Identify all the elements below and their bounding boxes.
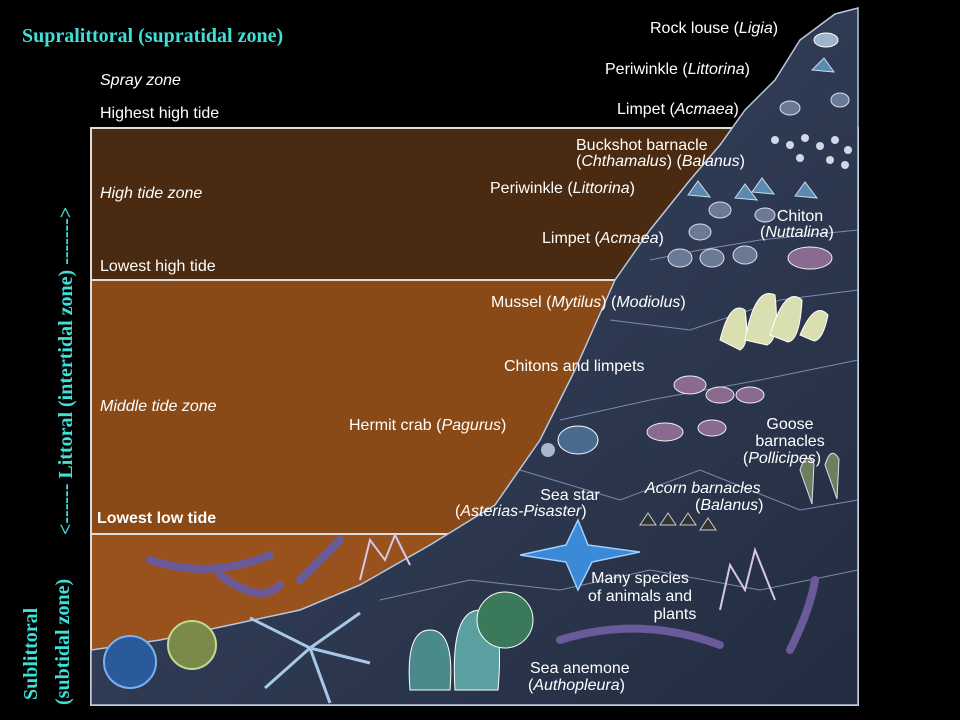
acorn-barnacles: [639, 512, 717, 531]
high-tide-zone-label: High tide zone: [100, 185, 203, 202]
hermit-crab-label: Hermit crab (Pagurus): [349, 417, 507, 434]
sea-anemones: [408, 591, 534, 691]
sea-urchins: [103, 620, 217, 689]
hermit-crab-illustration: [541, 425, 599, 457]
lowest-high-tide-label: Lowest high tide: [100, 258, 216, 275]
acorn-barnacles-label-line1: Acorn barnacles: [645, 480, 761, 497]
sea-anemone-label-line1: Sea anemone: [530, 660, 630, 677]
many-species-label-line3: plants: [653, 606, 697, 623]
goose-barnacles-label-line2: barnacles: [755, 433, 825, 450]
branching-algae: [359, 532, 776, 611]
goose-barnacles: [799, 452, 840, 505]
many-species-label-line2: of animals and: [587, 588, 693, 605]
buckshot-barnacles: [771, 134, 852, 169]
limpet-top-label: Limpet (Acmaea): [617, 101, 739, 118]
many-species-label-line1: Many species: [591, 570, 689, 587]
periwinkle-shells: [687, 57, 836, 201]
goose-barnacles-label-line1: Goose: [766, 416, 814, 433]
middle-tide-zone-label: Middle tide zone: [100, 398, 217, 415]
highest-high-tide-label: Highest high tide: [100, 105, 220, 122]
rock-louse-illustration: [813, 32, 839, 48]
periwinkle-high-label: Periwinkle (Littorina): [490, 180, 635, 197]
sublittoral-heading-line2: (subtidal zone): [52, 578, 74, 705]
chiton-label-line1: Chiton: [776, 208, 824, 225]
chiton-illustrations: [646, 246, 833, 442]
goose-barnacles-label-line3: (Pollicipes): [742, 450, 822, 467]
sublittoral-heading-line1: Sublittoral: [20, 607, 42, 700]
buckshot-barnacle-label-line2: (Chthamalus) (Balanus): [576, 153, 745, 170]
buckshot-barnacle-label-line1: Buckshot barnacle: [576, 137, 708, 154]
limpet-shells: [667, 92, 850, 268]
sea-star-label-line2: (Asterias-Pisaster): [455, 503, 587, 520]
sea-star-label-line1: Sea star: [540, 487, 600, 504]
kelp-seaweed: [146, 536, 819, 654]
rock-louse-label: Rock louse (Ligia): [650, 20, 779, 37]
chitons-limpets-label: Chitons and limpets: [504, 358, 645, 375]
lowest-low-tide-label: Lowest low tide: [97, 510, 217, 527]
sea-star-illustration: [519, 518, 641, 592]
limpet-high-label: Limpet (Acmaea): [542, 230, 664, 247]
periwinkle-top-label: Periwinkle (Littorina): [605, 61, 750, 78]
mussel-label: Mussel (Mytilus) (Modiolus): [491, 294, 686, 311]
sea-anemone-label-line2: (Authopleura): [528, 677, 625, 694]
spray-zone-label: Spray zone: [100, 72, 181, 89]
chiton-label-line2: (Nuttalina): [760, 224, 834, 241]
supralittoral-heading: Supralittoral (supratidal zone): [22, 25, 284, 47]
brittle-star: [249, 611, 371, 704]
acorn-barnacles-label-line2: (Balanus): [695, 497, 764, 514]
mussel-cluster: [719, 293, 829, 351]
littoral-heading: <------ Littoral (intertidal zone) -----…: [55, 206, 77, 535]
